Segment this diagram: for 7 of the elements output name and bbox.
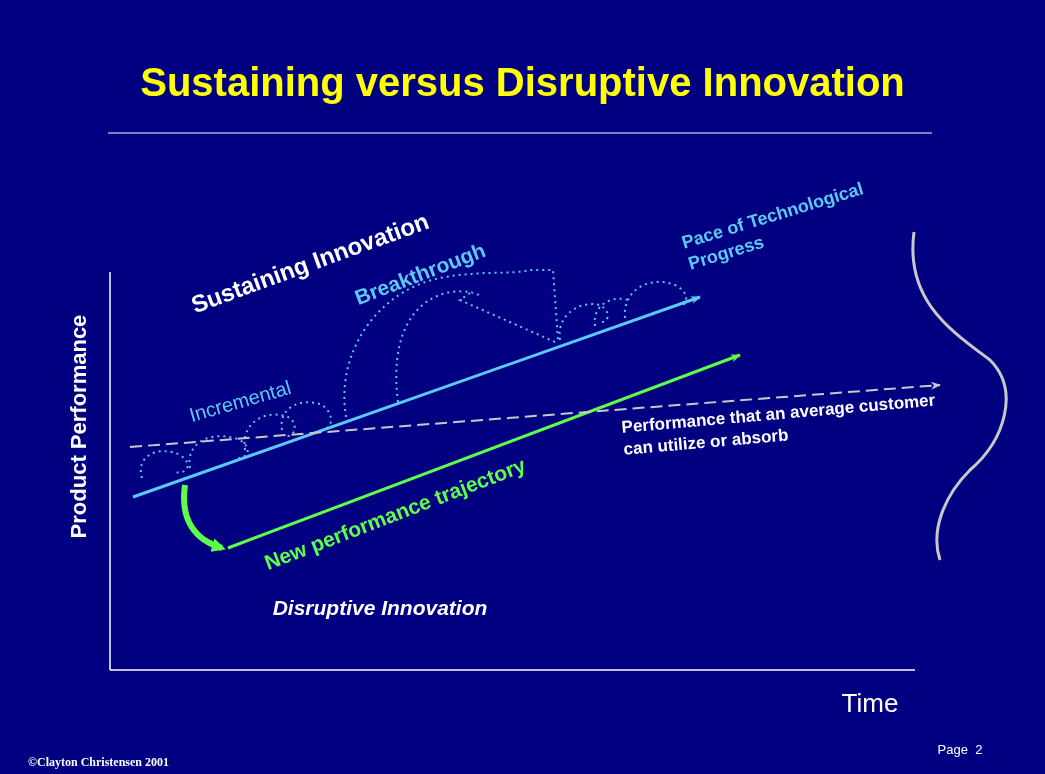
page-number: Page 2 <box>936 741 984 759</box>
copyright-note: ©Clayton Christensen 2001 <box>28 754 170 771</box>
slide-title: Sustaining versus Disruptive Innovation <box>139 59 906 106</box>
customer-demand-label: Performance that an average customer can utilize or absorb <box>620 389 937 461</box>
disruptive-innovation-label: Disruptive Innovation <box>271 595 489 621</box>
axis-label: Time <box>840 687 900 720</box>
axis-label: Product Performance <box>64 313 92 541</box>
